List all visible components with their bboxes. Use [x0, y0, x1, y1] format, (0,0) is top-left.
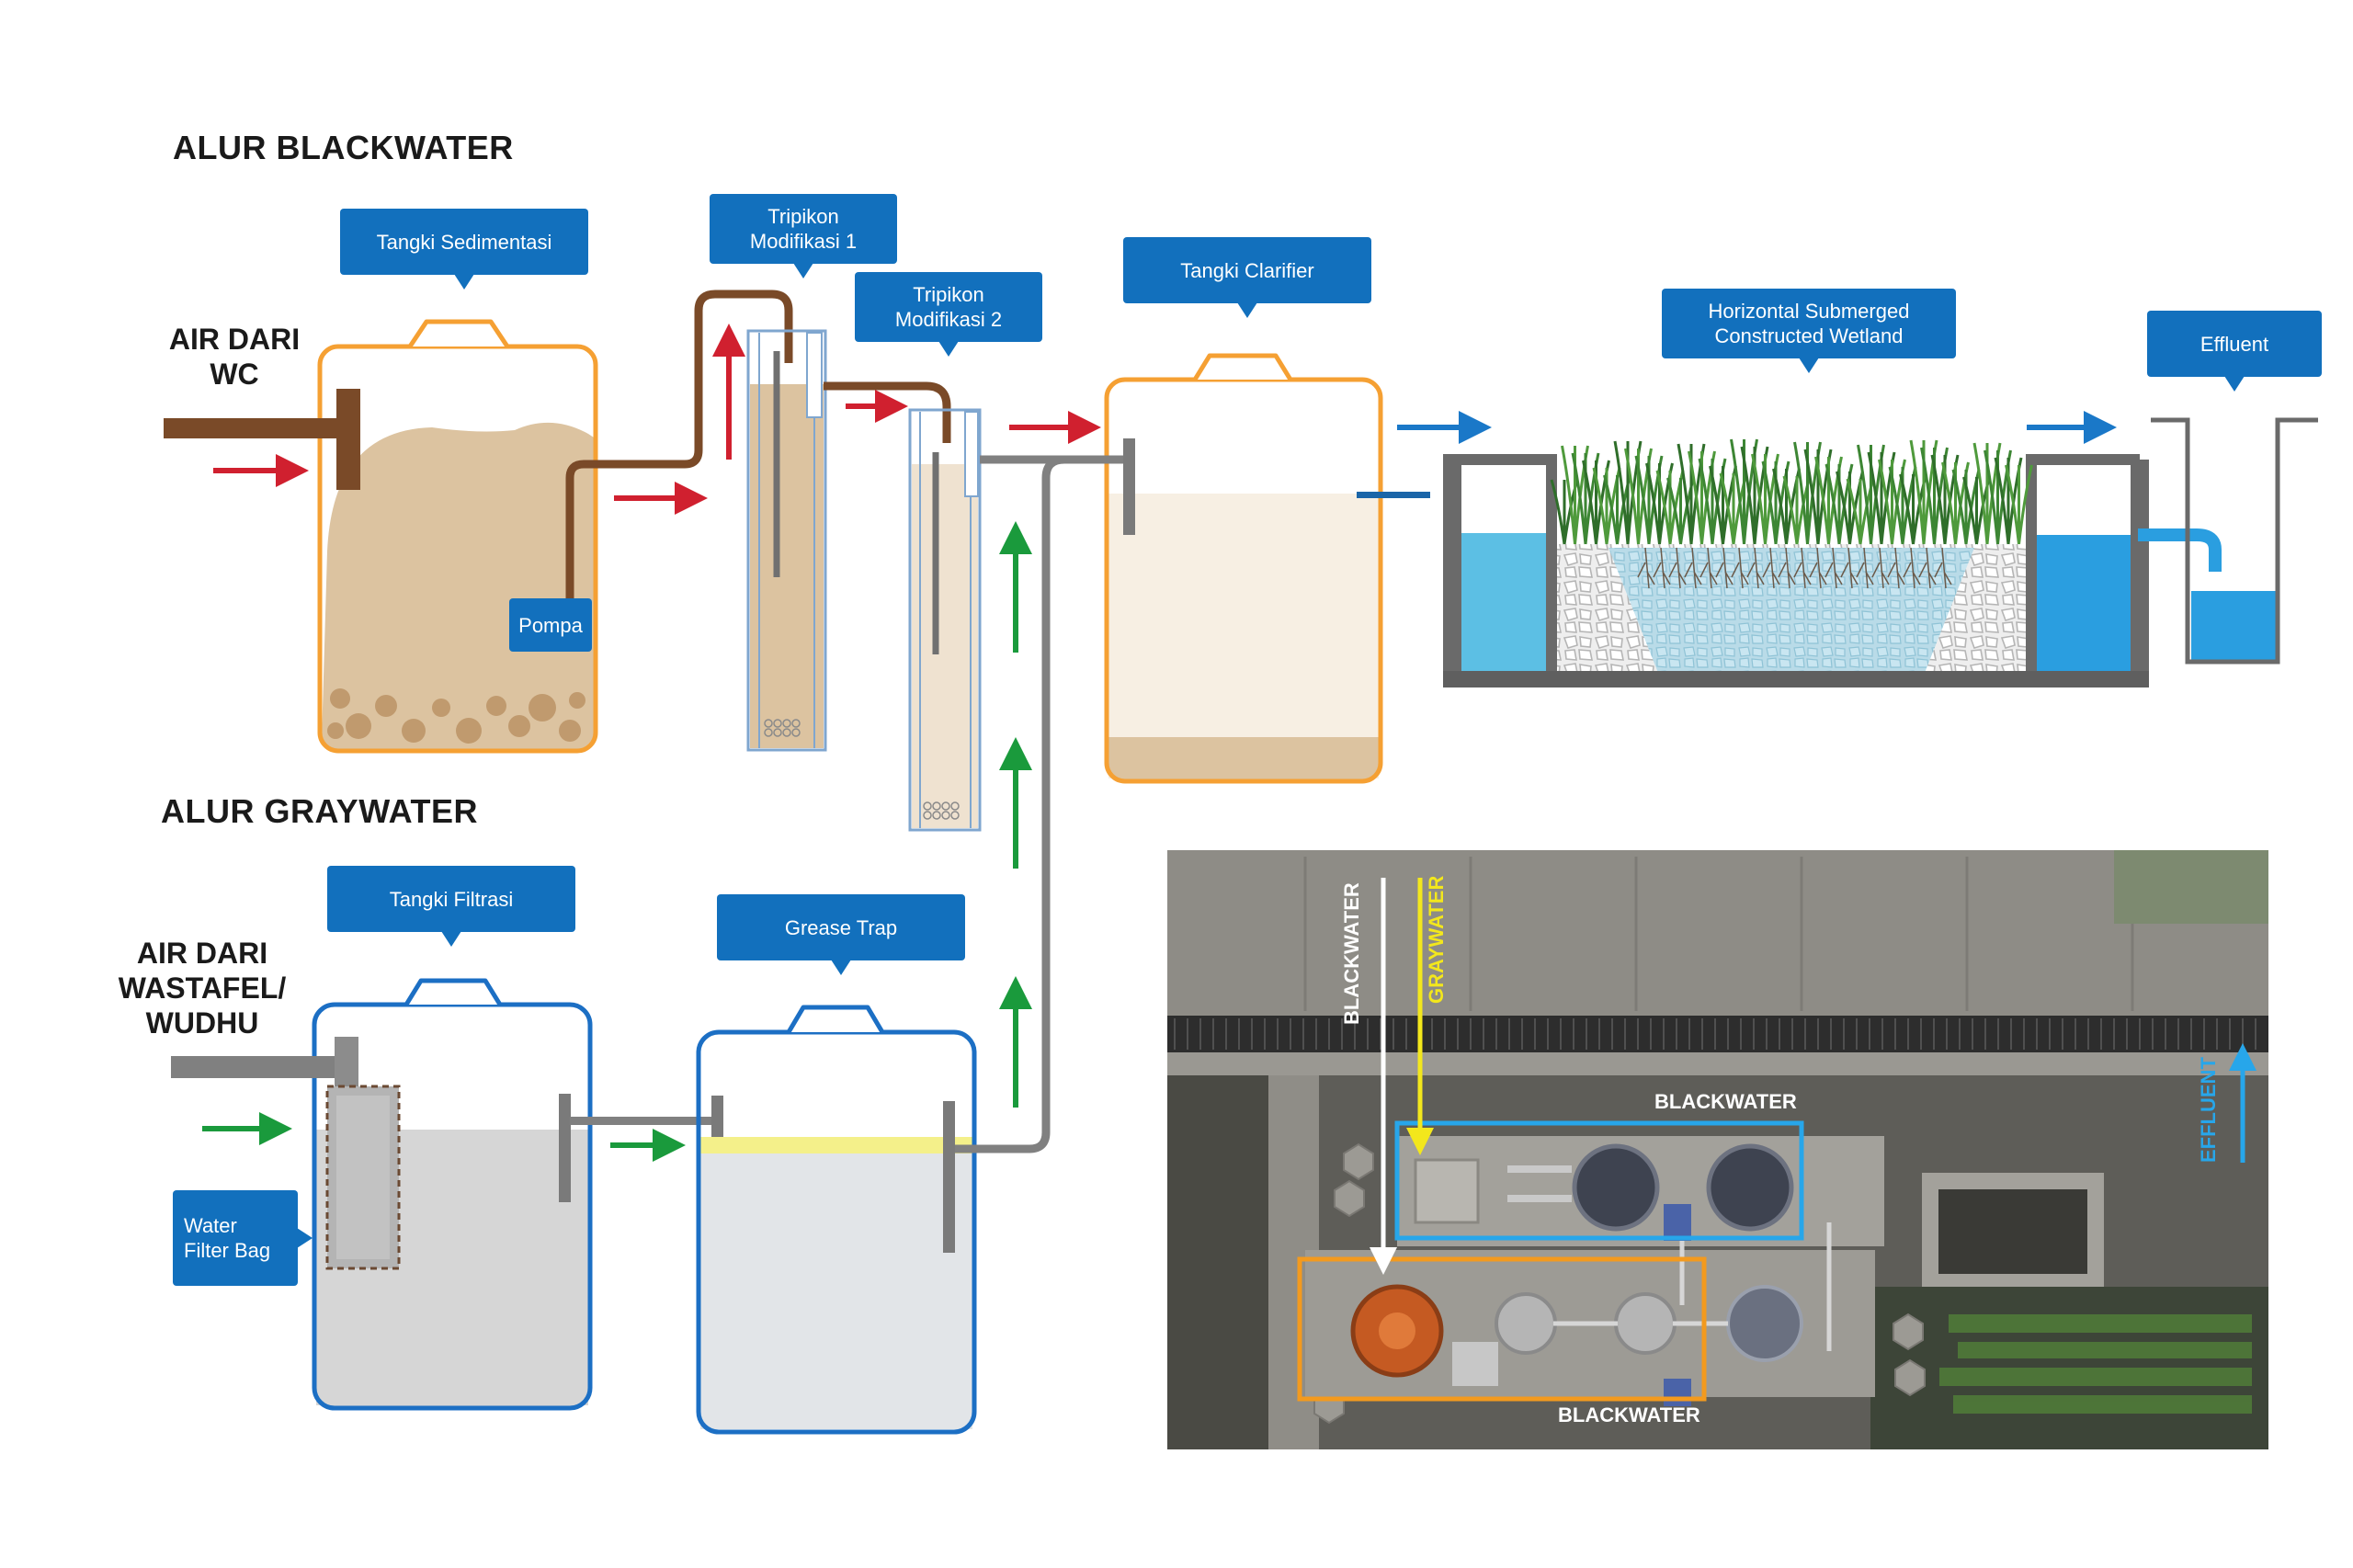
grass-blade	[2018, 464, 2033, 545]
root-strand	[1934, 547, 1952, 589]
root-strand	[1684, 547, 1702, 589]
root-strand	[1715, 547, 1733, 589]
tripikon-modifikasi-1	[746, 329, 951, 752]
root-strand	[1731, 547, 1749, 589]
root-strand	[1840, 547, 1859, 589]
aerial-photo	[1167, 850, 2268, 1449]
callout-grease-trap-text: Grease Trap	[784, 915, 898, 939]
photo-label-graywater-vertical: GRAYWATER	[1425, 876, 1448, 1004]
callout-tangki-filtrasi-text: Tangki Filtrasi	[389, 887, 514, 911]
grass-blade	[1891, 459, 1906, 545]
wetland-roots	[1637, 547, 1952, 589]
grass-blade	[1774, 460, 1790, 545]
callout-grease-trap: Grease Trap	[717, 894, 965, 975]
grass-blade	[1595, 460, 1610, 545]
grass-blade	[1901, 466, 1917, 545]
callout-tripikon-1-line2: Modifikasi 1	[749, 230, 858, 253]
photo-label-blackwater-vertical: BLACKWATER	[1340, 882, 1363, 1025]
wetland-plants	[1550, 438, 2033, 545]
photo-label-blackwater-top-box: BLACKWATER	[1654, 1090, 1797, 1113]
callout-wetland-line2: Constructed Wetland	[1714, 324, 1904, 347]
grass-blade	[1658, 462, 1674, 545]
sludge-particles	[327, 688, 585, 744]
aerial-photo-labels: BLACKWATER GRAYWATER BLACKWATER BLACKWAT…	[1340, 876, 2220, 1426]
callout-pompa: Pompa	[509, 598, 592, 652]
root-strand	[1871, 547, 1890, 589]
heading-graywater: ALUR GRAYWATER	[161, 792, 479, 830]
grass-blade	[1785, 468, 1801, 545]
grass-blade	[1943, 454, 1960, 545]
source-wastafel-line2: WASTAFEL/	[118, 971, 287, 1005]
root-strand	[1887, 547, 1905, 589]
source-wc: AIR DARI WC	[161, 322, 308, 392]
callout-wetland-line1: Horizontal Submerged	[1708, 300, 1910, 323]
root-strand	[1746, 547, 1765, 589]
media-balls	[764, 719, 801, 737]
constructed-wetland	[1443, 438, 2222, 687]
grass-blade	[1605, 467, 1621, 545]
root-strand	[1668, 547, 1687, 589]
media-balls-2	[923, 801, 960, 820]
source-wastafel: AIR DARI WASTAFEL/ WUDHU	[110, 936, 294, 1040]
grass-blade	[1668, 470, 1685, 545]
source-wc-line1: AIR DARI	[168, 323, 301, 356]
callout-tripikon-2-line1: Tripikon	[913, 283, 984, 306]
source-wastafel-line3: WUDHU	[145, 1006, 259, 1040]
root-strand	[1793, 547, 1812, 589]
blackwater-flow-arrows	[213, 324, 1101, 515]
effluent-basin	[2151, 417, 2318, 665]
callout-tripikon-1: Tripikon Modifikasi 1	[710, 194, 897, 278]
root-strand	[1856, 547, 1874, 589]
root-strand	[1903, 547, 1921, 589]
root-strand	[1653, 547, 1671, 589]
callout-tangki-clarifier: Tangki Clarifier	[1123, 237, 1371, 318]
root-strand	[1824, 547, 1843, 589]
callout-tangki-filtrasi: Tangki Filtrasi	[327, 866, 575, 947]
tripikon-modifikasi-2	[908, 408, 982, 832]
grass-blade	[1722, 465, 1737, 545]
source-wastafel-line1: AIR DARI	[136, 937, 268, 970]
heading-blackwater: ALUR BLACKWATER	[173, 129, 514, 166]
callout-tangki-clarifier-text: Tangki Clarifier	[1180, 258, 1314, 282]
grass-blade	[1848, 471, 1864, 545]
callout-tangki-sedimentasi: Tangki Sedimentasi	[340, 209, 588, 290]
root-strand	[1637, 547, 1655, 589]
grass-blade	[1954, 461, 1970, 545]
root-strand	[1809, 547, 1827, 589]
callout-effluent-text: Effluent	[2200, 332, 2269, 356]
grass-blade	[1711, 458, 1727, 545]
photo-label-blackwater-bottom-box: BLACKWATER	[1558, 1403, 1700, 1426]
callout-tripikon-1-line1: Tripikon	[767, 205, 839, 228]
tangki-sedimentasi	[164, 290, 793, 754]
callout-water-filter-bag: Water Filter Bag	[173, 1190, 313, 1286]
root-strand	[1699, 547, 1718, 589]
callout-filter-bag-line1: Water	[184, 1214, 237, 1237]
callout-pompa-text: Pompa	[518, 613, 583, 637]
callout-tangki-sedimentasi-text: Tangki Sedimentasi	[376, 230, 552, 254]
callout-filter-bag-line2: Filter Bag	[184, 1239, 271, 1262]
grass-blade	[1647, 455, 1664, 545]
tangki-filtrasi	[171, 978, 723, 1411]
grease-trap	[696, 455, 1065, 1435]
grass-blade	[2006, 457, 2023, 545]
root-strand	[1778, 547, 1796, 589]
grass-blade	[1964, 469, 1981, 545]
callout-tripikon-2-line2: Modifikasi 2	[894, 308, 1003, 331]
graywater-flow-arrows	[202, 521, 1032, 1162]
photo-label-effluent-vertical: EFFLUENT	[2197, 1057, 2220, 1163]
root-strand	[1762, 547, 1780, 589]
root-strand	[1918, 547, 1937, 589]
callout-tripikon-2: Tripikon Modifikasi 2	[855, 272, 1042, 357]
grass-blade	[1827, 456, 1843, 545]
source-wc-line2: WC	[210, 358, 259, 391]
grass-blade	[1837, 463, 1854, 545]
callout-constructed-wetland: Horizontal Submerged Constructed Wetland	[1662, 289, 1956, 373]
callout-effluent: Effluent	[2147, 311, 2322, 392]
